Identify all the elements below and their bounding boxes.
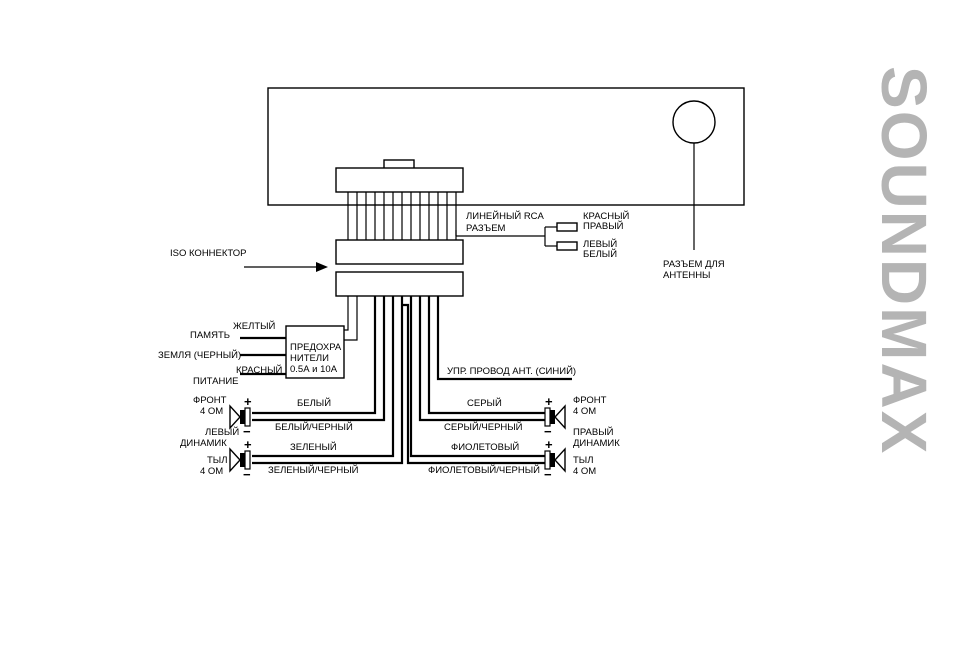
left-rear-speaker-icon <box>229 447 251 473</box>
left-rear-minus: − <box>243 467 251 482</box>
rca-right-label: КРАСНЫЙ <box>583 210 629 222</box>
left-front-speaker-icon <box>229 404 251 430</box>
right-wire-violet: ФИОЛЕТОВЫЙ <box>451 441 519 453</box>
ground-label: ЗЕМЛЯ (ЧЕРНЫЙ) <box>158 349 241 361</box>
fuse-label: ПРЕДОХРА <box>290 342 342 353</box>
left-group-label: ЛЕВЫЙ <box>205 426 239 438</box>
left-speaker-wires <box>252 296 404 465</box>
antenna-label: РАЗЪЕМ ДЛЯ <box>663 259 725 270</box>
arrow-icon <box>316 262 328 272</box>
left-front-minus: − <box>243 424 251 439</box>
memory-label: ПАМЯТЬ <box>190 330 230 341</box>
rca-left-label: ЛЕВЫЙ <box>583 238 617 250</box>
rca-right-label-2: ПРАВЫЙ <box>583 220 624 232</box>
yellow-wire-label: ЖЕЛТЫЙ <box>233 320 276 332</box>
iso-connector-label: ISO КОННЕКТОР <box>170 248 247 259</box>
rca-plug-right <box>556 222 578 232</box>
left-wire-green-black: ЗЕЛЕНЫЙ/ЧЕРНЫЙ <box>268 464 359 476</box>
right-wire-gray: СЕРЫЙ <box>467 397 502 409</box>
right-rear-speaker-icon <box>544 447 566 473</box>
red-wire-label: КРАСНЫЙ <box>236 364 282 376</box>
right-front-label: ФРОНТ <box>573 395 607 406</box>
right-group-label-2: ДИНАМИК <box>573 438 620 449</box>
rca-left-label-2: БЕЛЫЙ <box>583 248 617 260</box>
antenna-socket <box>672 100 716 144</box>
line-rca-label: ЛИНЕЙНЫЙ RCA <box>466 210 545 222</box>
wire-bundle-upper <box>347 192 457 240</box>
brand-watermark: SOUNDMAX <box>868 66 940 455</box>
left-rear-ohm: 4 ОМ <box>200 466 223 477</box>
line-rca-label-2: РАЗЪЕМ <box>466 223 506 234</box>
rca-cable <box>455 222 578 251</box>
right-front-minus: − <box>544 424 552 439</box>
supply-label: ПИТАНИЕ <box>193 376 239 387</box>
power-wires <box>240 296 358 376</box>
unit-connector <box>335 167 464 193</box>
right-group-label: ПРАВЫЙ <box>573 426 614 438</box>
right-rear-label: ТЫЛ <box>573 455 593 466</box>
left-rear-label: ТЫЛ <box>207 455 227 466</box>
right-front-ohm: 4 ОМ <box>573 406 596 417</box>
right-front-plus: + <box>545 394 553 409</box>
right-rear-minus: − <box>544 467 552 482</box>
right-speaker-wires <box>402 296 545 465</box>
left-rear-plus: + <box>244 437 252 452</box>
left-wire-green: ЗЕЛЕНЫЙ <box>290 441 337 453</box>
left-wire-white-black: БЕЛЫЙ/ЧЕРНЫЙ <box>275 421 353 433</box>
right-rear-ohm: 4 ОМ <box>573 466 596 477</box>
left-front-plus: + <box>244 394 252 409</box>
right-wire-gray-black: СЕРЫЙ/ЧЕРНЫЙ <box>444 421 523 433</box>
iso-connector-lower <box>335 271 464 297</box>
rca-plug-left <box>556 241 578 251</box>
antenna-control-label: УПР. ПРОВОД АНТ. (СИНИЙ) <box>447 365 576 377</box>
right-front-speaker-icon <box>544 404 566 430</box>
fuse-box <box>285 325 345 379</box>
iso-connector-upper <box>335 239 464 265</box>
left-group-label-2: ДИНАМИК <box>180 438 227 449</box>
left-wire-white: БЕЛЫЙ <box>297 397 331 409</box>
fuse-label-2: НИТЕЛИ <box>290 353 329 364</box>
left-front-label: ФРОНТ <box>193 395 227 406</box>
antenna-label-2: АНТЕННЫ <box>663 270 710 281</box>
right-rear-plus: + <box>545 437 553 452</box>
left-front-ohm: 4 ОМ <box>200 406 223 417</box>
fuse-label-3: 0.5А и 10А <box>290 364 338 375</box>
right-wire-violet-black: ФИОЛЕТОВЫЙ/ЧЕРНЫЙ <box>428 464 540 476</box>
